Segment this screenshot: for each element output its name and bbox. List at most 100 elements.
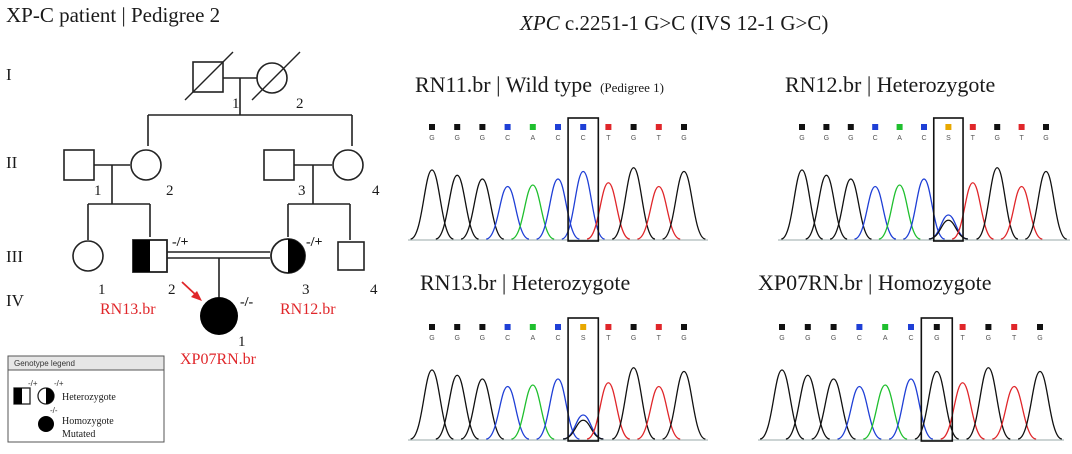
- individual-number-ii-1: 1: [94, 183, 102, 199]
- sample-label-xp07rn: XP07RN.br: [180, 351, 257, 368]
- base-call-letter: G: [631, 335, 636, 342]
- base-call-letter: G: [799, 135, 804, 142]
- base-call-letter: C: [555, 135, 560, 142]
- individual-iv-1-affected: [200, 297, 238, 335]
- individual-number-ii-3: 3: [298, 183, 306, 199]
- base-call-marker: [856, 324, 863, 330]
- base-call-marker: [605, 124, 612, 130]
- trace-peak: [511, 184, 555, 240]
- base-call-letter: G: [779, 335, 784, 342]
- base-call-letter: G: [805, 335, 810, 342]
- trace-peak: [637, 385, 681, 440]
- base-call-marker: [830, 324, 837, 330]
- trace-peak: [662, 170, 706, 240]
- trace-peak: [1024, 170, 1068, 240]
- individual-number-iii-1: 1: [98, 282, 106, 298]
- trace-peak: [485, 185, 530, 240]
- trace-peak: [485, 385, 530, 440]
- base-call-letter: C: [857, 335, 862, 342]
- individual-ii-3: [263, 149, 295, 181]
- base-call-marker: [779, 324, 785, 330]
- generation-label-i: I: [6, 65, 12, 84]
- trace-peak: [902, 178, 946, 240]
- base-call-letter: S: [581, 335, 586, 342]
- individual-ii-2: [130, 149, 162, 181]
- trace-peak: [1017, 370, 1063, 440]
- base-call-marker: [429, 124, 435, 130]
- trace-peak: [586, 382, 631, 440]
- base-call-letter: G: [831, 335, 836, 342]
- individual-number-iii-3: 3: [302, 282, 310, 298]
- trace-peak: [460, 378, 505, 440]
- base-call-letter: G: [994, 135, 999, 142]
- base-call-letter: T: [971, 135, 976, 142]
- base-call-marker: [896, 124, 903, 130]
- panel-label-rn11-note: (Pedigree 1): [600, 80, 664, 95]
- individual-ii-4: [332, 149, 364, 181]
- individual-number-ii-4: 4: [372, 183, 380, 199]
- individual-i-2: [251, 51, 301, 101]
- base-call-letter: S: [946, 135, 951, 142]
- genotype-iv-1: -/-: [240, 295, 254, 310]
- trace-peak: [460, 178, 505, 240]
- base-call-letter: C: [505, 335, 510, 342]
- base-call-marker: [555, 124, 561, 130]
- sequencing-title: XPC c.2251-1 G>C (IVS 12-1 G>C): [519, 11, 828, 35]
- base-call-letter: G: [1043, 135, 1048, 142]
- legend-hom-circle: [38, 416, 54, 432]
- base-call-letter: G: [454, 335, 459, 342]
- base-call-letter: C: [908, 335, 913, 342]
- base-call-letter: T: [606, 335, 611, 342]
- base-call-marker: [985, 324, 992, 330]
- base-call-letter: G: [631, 135, 636, 142]
- trace-peak: [562, 414, 604, 440]
- legend-het-genotype-2: -/+: [54, 379, 64, 388]
- genotype-iii-2: -/+: [172, 235, 189, 250]
- panel-label-rn13: RN13.br | Heterozygote: [420, 270, 630, 295]
- base-call-letter: G: [429, 135, 434, 142]
- variant-position-box: [567, 317, 600, 442]
- base-call-letter: A: [530, 135, 535, 142]
- base-call-letter: G: [480, 135, 485, 142]
- base-call-letter: T: [657, 135, 662, 142]
- individual-number-ii-2: 2: [166, 183, 174, 199]
- base-call-marker: [823, 124, 830, 130]
- base-call-letter: A: [897, 135, 902, 142]
- sample-label-rn12: RN12.br: [280, 301, 336, 318]
- base-call-marker: [605, 324, 612, 330]
- trace-peak: [940, 382, 985, 440]
- sequencing-title-gene: XPC: [519, 11, 561, 35]
- trace-peak: [854, 185, 897, 240]
- trace-peak: [780, 169, 824, 240]
- base-call-marker: [630, 124, 637, 130]
- base-call-marker: [1011, 324, 1018, 330]
- trace-peak: [928, 219, 969, 240]
- trace-peak: [662, 370, 706, 440]
- trace-peak: [863, 384, 908, 440]
- base-call-marker: [1043, 124, 1049, 130]
- base-call-marker: [529, 124, 536, 130]
- base-call-marker: [908, 324, 914, 330]
- base-call-letter: C: [921, 135, 926, 142]
- base-call-marker: [504, 324, 511, 330]
- base-call-letter: T: [606, 135, 611, 142]
- trace-peak: [637, 185, 681, 240]
- base-call-letter: T: [1019, 135, 1024, 142]
- base-call-marker: [1018, 124, 1025, 130]
- individual-i-1: [184, 51, 234, 101]
- base-call-marker: [529, 324, 536, 330]
- trace-peak: [976, 167, 1019, 240]
- variant-position-box: [920, 317, 954, 442]
- pedigree-lines: [87, 77, 353, 297]
- legend-title: Genotype legend: [14, 359, 75, 368]
- trace-peak: [951, 182, 994, 240]
- base-call-letter: G: [681, 135, 686, 142]
- legend-het-genotype-1: -/+: [28, 379, 38, 388]
- trace-peak: [811, 378, 856, 440]
- proband-arrow: [181, 281, 202, 301]
- base-call-letter: A: [530, 335, 535, 342]
- base-call-marker: [847, 124, 854, 130]
